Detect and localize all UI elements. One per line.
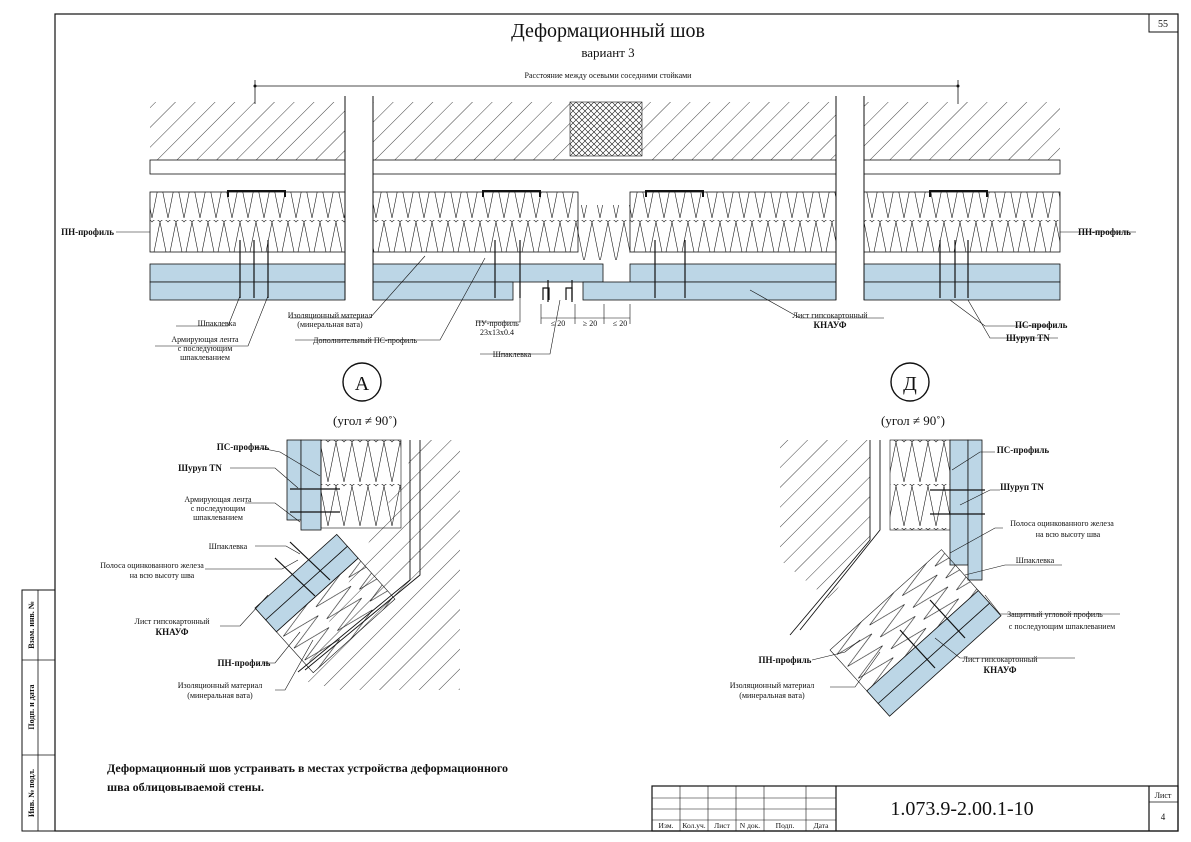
label-dop-ps: Дополнительный ПС-профиль: [313, 336, 417, 345]
stamp-col-4: N док.: [740, 821, 761, 830]
detail-d-shpaklevka: Шпаклевка: [1016, 556, 1055, 565]
detail-d-izol-1: Изоляционный материал: [730, 681, 815, 690]
detail-a-ps: ПС-профиль: [217, 442, 270, 452]
detail-a-list-2: КНАУФ: [156, 627, 189, 637]
detail-a-polosa-2: на всю высоту шва: [130, 571, 195, 580]
side-stamp: Взам. инв. № Подп. и дата Инв. № подл.: [21, 589, 56, 832]
side-field-1: Взам. инв. №: [27, 601, 36, 649]
detail-d-ps: ПС-профиль: [997, 445, 1050, 455]
detail-d-pn: ПН-профиль: [759, 655, 812, 665]
detail-a-armir-3: шпаклеванием: [193, 513, 243, 522]
note-line-1: Деформационный шов устраивать в местах у…: [107, 761, 508, 775]
label-pn-left: ПН-профиль: [61, 227, 114, 237]
label-shpaklevka-left: Шпаклевка: [198, 319, 237, 328]
detail-d-list-1: Лист гипсокартонный: [963, 655, 1039, 664]
detail-a-shpaklevka: Шпаклевка: [209, 542, 248, 551]
dim-1: ≤ 20: [551, 319, 565, 328]
doc-code: 1.073.9-2.00.1-10: [890, 798, 1033, 820]
detail-a-armir-2: с последующим: [191, 504, 246, 513]
sheet-frame: [54, 13, 1179, 832]
label-pu-2: 23х13х0.4: [480, 328, 514, 337]
stamp-col-3: Лист: [714, 821, 730, 830]
sheet-title: Деформационный шов: [511, 20, 705, 42]
stamp-col-1: Изм.: [659, 821, 674, 830]
detail-d: Д (угол ≠ 90˚): [780, 362, 1002, 717]
detail-a-pn: ПН-профиль: [218, 658, 271, 668]
detail-d-angle: (угол ≠ 90˚): [881, 413, 945, 428]
side-field-3: Инв. № подл.: [27, 769, 36, 817]
detail-d-zasch-1: Защитный угловой профиль: [1007, 610, 1103, 619]
label-pu-1: ПУ-профиль: [475, 319, 519, 328]
detail-d-izol-2: (минеральная вата): [739, 691, 805, 700]
detail-d-polosa-1: Полоса оцинкованного железа: [1010, 519, 1114, 528]
dim-3: ≤ 20: [613, 319, 627, 328]
stamp-col-2: Кол.уч.: [682, 821, 705, 830]
note-line-2: шва облицовываемой стены.: [107, 780, 264, 794]
stamp-col-6: Дата: [814, 821, 830, 830]
label-pn-right: ПН-профиль: [1078, 227, 1131, 237]
label-list-gk-1: Лист гипсокартонный: [793, 311, 869, 320]
label-shpaklevka-mid: Шпаклевка: [493, 350, 532, 359]
detail-a-izol-1: Изоляционный материал: [178, 681, 263, 690]
label-armir-1: Армирующая лента: [171, 335, 239, 344]
sheet-label: Лист: [1155, 791, 1172, 800]
side-field-2: Подп. и дата: [27, 684, 36, 729]
detail-a-polosa-1: Полоса оцинкованного железа: [100, 561, 204, 570]
stamp-col-5: Подп.: [776, 821, 795, 830]
label-ps-right: ПС-профиль: [1015, 320, 1068, 330]
detail-a-list-1: Лист гипсокартонный: [135, 617, 211, 626]
distance-label: Расстояние между осевыми соседними стойк…: [525, 71, 693, 80]
detail-a-izol-2: (минеральная вата): [187, 691, 253, 700]
top-section: [149, 96, 1061, 324]
detail-d-polosa-2: на всю высоту шва: [1036, 530, 1101, 539]
sheet-no: 4: [1161, 812, 1166, 822]
label-izol-1: Изоляционный материал: [288, 311, 373, 320]
detail-d-marker: Д: [903, 373, 917, 395]
label-shurup-right: Шуруп TN: [1006, 333, 1050, 343]
detail-a-shurup: Шуруп TN: [178, 463, 222, 473]
detail-a-armir-1: Армирующая лента: [184, 495, 252, 504]
detail-d-shurup: Шуруп TN: [1000, 482, 1044, 492]
label-armir-3: шпаклеванием: [180, 353, 230, 362]
dim-2: ≥ 20: [583, 319, 597, 328]
detail-d-list-2: КНАУФ: [984, 665, 1017, 675]
detail-a-marker: А: [355, 373, 370, 395]
title-block: Изм. Кол.уч. Лист N док. Подп. Дата 1.07…: [651, 785, 1179, 832]
detail-d-zasch-2: с последующим шпаклеванием: [1009, 622, 1115, 631]
label-list-gk-2: КНАУФ: [814, 320, 847, 330]
sheet-subtitle: вариант 3: [581, 45, 634, 60]
label-armir-2: с последующим: [178, 344, 233, 353]
label-izol-2: (минеральная вата): [297, 320, 363, 329]
detail-a-angle: (угол ≠ 90˚): [333, 413, 397, 428]
page-number-box: [1148, 13, 1179, 33]
page-number: 55: [1158, 19, 1168, 30]
detail-a: А (угол ≠ 90˚): [254, 362, 460, 690]
